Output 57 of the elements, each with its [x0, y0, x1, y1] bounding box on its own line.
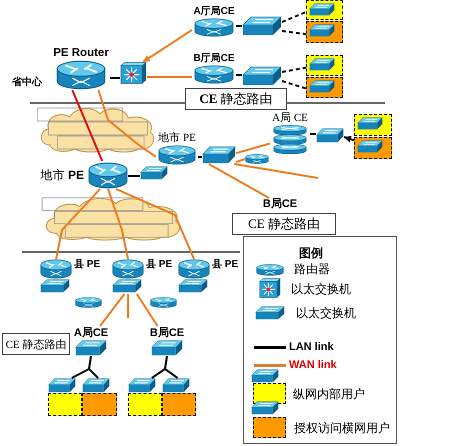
link-line — [234, 163, 318, 179]
legend-title: 图例 — [299, 246, 323, 260]
device-label: B局CE — [262, 198, 298, 211]
link-line — [71, 90, 104, 162]
link-line — [107, 188, 129, 260]
link-line — [110, 77, 120, 79]
link-line — [88, 356, 99, 379]
link-line — [127, 294, 130, 318]
device-label: B局CE — [150, 326, 184, 340]
link-line — [136, 293, 158, 327]
user-area — [306, 0, 343, 20]
device-label: A局 CE — [272, 112, 308, 125]
device-label: A局CE — [74, 326, 108, 340]
link-line — [236, 25, 242, 27]
link-line — [116, 188, 195, 260]
dashed-link — [282, 80, 306, 90]
user-area — [306, 77, 343, 98]
legend-text: 纵网内部用户 — [293, 387, 365, 401]
link-line — [55, 188, 101, 260]
legend-text: LAN link — [289, 340, 334, 354]
device-label: PE Router — [53, 46, 109, 60]
device-label: 县 PE — [212, 259, 238, 271]
arrow — [142, 29, 193, 63]
device-label: B厅局CE — [193, 53, 235, 65]
site-label: 省中心 — [12, 77, 42, 89]
dashed-link — [282, 11, 306, 23]
device-label: 县 PE — [74, 259, 100, 271]
legend-text: 以太交换机 — [291, 282, 351, 296]
link-line — [198, 156, 202, 158]
link-line — [236, 158, 246, 164]
link-line — [99, 293, 126, 327]
legend-text: 授权访问横网用户 — [294, 421, 390, 435]
link-line — [128, 175, 140, 177]
arrow — [344, 136, 354, 143]
device-label: 地市 PE — [40, 168, 84, 182]
route-note: CE 静态路由 — [232, 213, 336, 235]
link-line — [208, 163, 270, 199]
dashed-link — [282, 66, 306, 73]
link-line — [236, 142, 270, 154]
route-note: CE 静态路由 — [185, 88, 287, 110]
link-line — [147, 76, 192, 78]
device-label: A厅局CE — [193, 6, 235, 18]
device-label: 地市 PE — [158, 132, 196, 145]
link-line — [236, 74, 242, 76]
legend-text: 以太交换机 — [296, 306, 356, 320]
link-line — [310, 133, 316, 135]
user-area — [354, 114, 392, 136]
legend-text: WAN link — [289, 358, 337, 372]
user-area — [306, 55, 343, 76]
route-note: CE 静态路由 — [2, 333, 70, 355]
link-line — [164, 356, 178, 379]
device-label: 县 PE — [146, 259, 172, 271]
dashed-link — [282, 30, 306, 36]
user-area — [306, 21, 343, 43]
user-area — [354, 137, 392, 159]
legend-text: 路由器 — [294, 262, 330, 276]
link-line — [97, 90, 157, 158]
